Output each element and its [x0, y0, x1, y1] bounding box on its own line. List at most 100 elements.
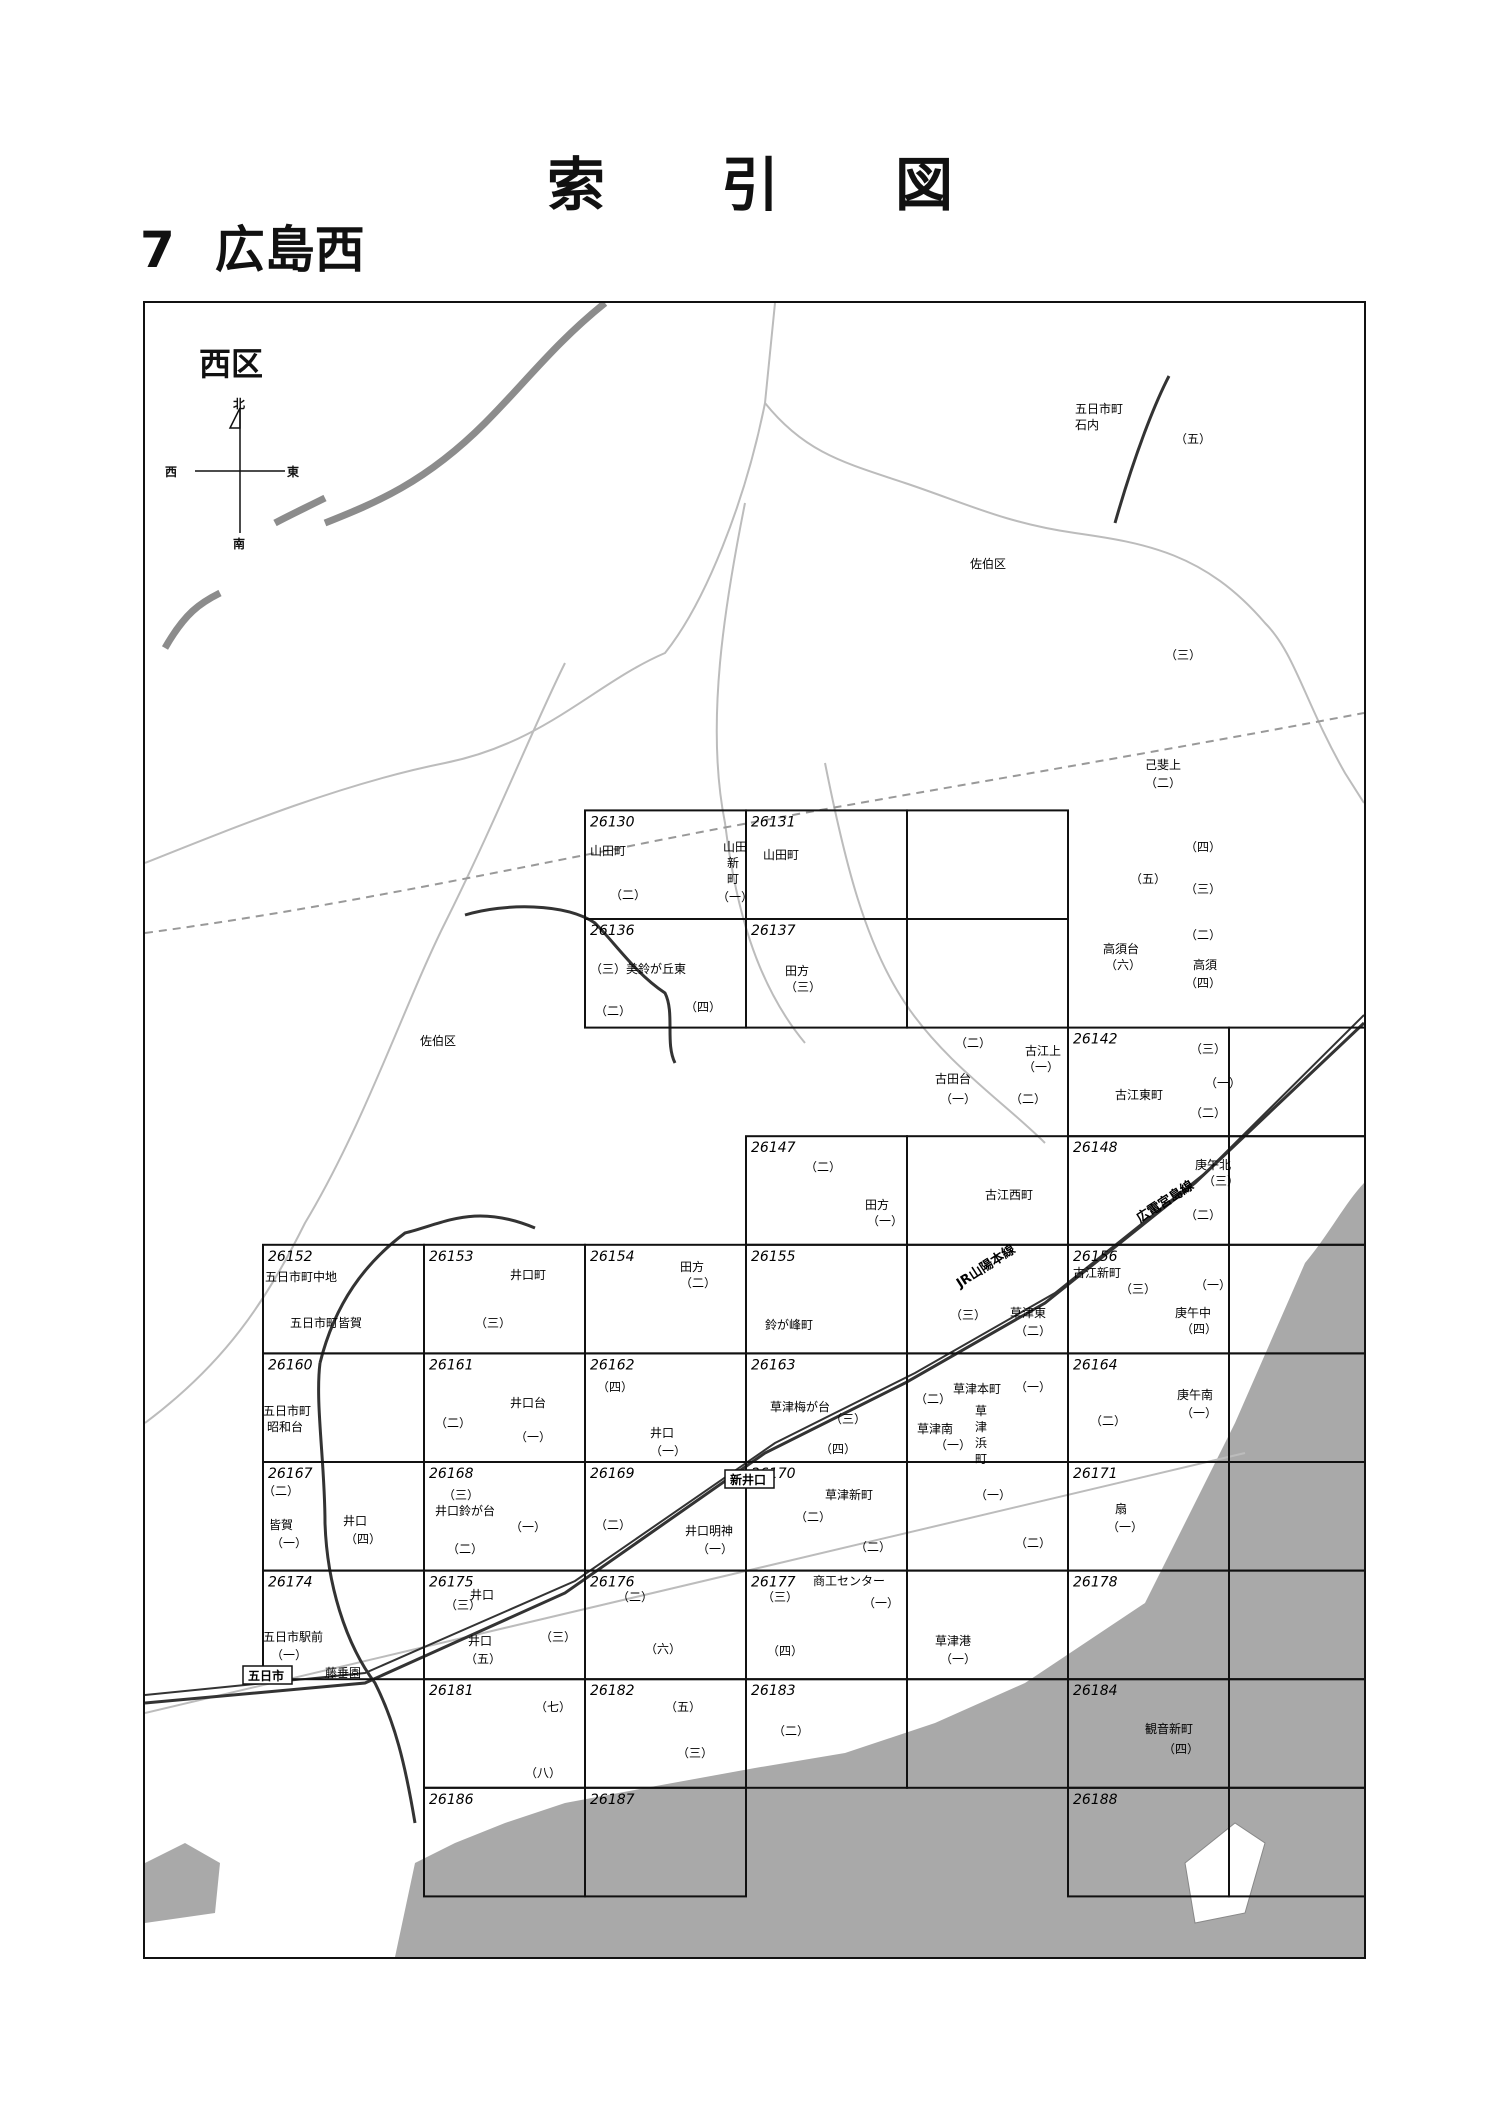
- area-label: （七）: [535, 1700, 571, 1714]
- road: [764, 402, 1364, 804]
- area-label: 山田: [723, 840, 747, 854]
- grid-cell[interactable]: [584, 1786, 747, 1898]
- area-label: （三）: [677, 1746, 713, 1760]
- area-label: 古江東町: [1115, 1087, 1163, 1102]
- area-label: （八）: [525, 1766, 561, 1780]
- area-label: 井口町: [510, 1268, 546, 1282]
- area-label: 井口: [650, 1426, 674, 1440]
- grid-cell-id: 26148: [1073, 1140, 1118, 1156]
- area-label: 高須台: [1103, 941, 1139, 956]
- area-label: 昭和台: [267, 1419, 303, 1434]
- area-label: 草津東: [1010, 1306, 1046, 1320]
- area-label: 井口明神: [685, 1524, 733, 1538]
- area-label: （二）: [435, 1416, 471, 1430]
- area-label: 扇: [1115, 1501, 1127, 1516]
- area-label: （二）: [773, 1724, 809, 1738]
- area-label: 皆賀: [269, 1518, 293, 1532]
- area-label: （五）: [1130, 872, 1166, 886]
- area-label: （一）: [867, 1214, 903, 1228]
- area-label: （三）美鈴が丘東: [590, 961, 686, 976]
- grid-cell-id: 26186: [429, 1792, 474, 1808]
- area-label: （二）: [1185, 928, 1221, 942]
- area-label: （一）: [515, 1430, 551, 1444]
- area-label: （二）: [680, 1276, 716, 1290]
- area-label: （二）: [955, 1036, 991, 1050]
- area-label: （三）: [785, 980, 821, 994]
- grid-cell-id: 26168: [429, 1466, 474, 1482]
- grid-cell-id: 26174: [268, 1575, 313, 1591]
- title-char: 索: [546, 151, 605, 219]
- area-label: （一）: [717, 890, 753, 904]
- grid-cell[interactable]: [906, 809, 1069, 920]
- area-label: （二）: [617, 1590, 653, 1604]
- railway-line-label: JR山陽本線: [953, 1241, 1019, 1292]
- area-label: 井口鈴が台: [435, 1503, 495, 1518]
- railway-hiroden: [145, 1014, 1364, 1696]
- grid-cell[interactable]: [906, 1569, 1069, 1681]
- compass-rose: [195, 407, 285, 533]
- area-label: 田方: [680, 1259, 704, 1274]
- area-label: 井口: [343, 1514, 367, 1528]
- grid-cell-id: 26130: [590, 814, 635, 830]
- grid-cell-id: 26163: [751, 1357, 796, 1373]
- area-label: （二）: [915, 1392, 951, 1406]
- ward-label: 西区: [199, 345, 264, 383]
- grid-cell-id: 26164: [1073, 1357, 1118, 1373]
- station-badge: 五日市: [242, 1665, 293, 1685]
- grid-cell[interactable]: [906, 1461, 1069, 1572]
- ward-boundary: [145, 712, 1364, 934]
- area-label: 石内: [1075, 418, 1099, 432]
- compass-east: 東: [287, 465, 300, 479]
- area-label: （四）: [767, 1644, 803, 1658]
- area-label: 五日市町: [1075, 401, 1123, 416]
- area-label: 井口: [468, 1634, 492, 1648]
- station-badge: 新井口: [724, 1469, 775, 1489]
- area-label: （二）: [610, 888, 646, 902]
- area-label: 井口: [470, 1588, 494, 1602]
- grid-cell[interactable]: [1228, 1786, 1364, 1898]
- railway-jr: [145, 1021, 1364, 1705]
- sea-inlet: [145, 1843, 220, 1923]
- area-label: （一）: [940, 1652, 976, 1666]
- area-label: 五日市町: [263, 1403, 311, 1418]
- grid-cell-id: 26167: [268, 1466, 313, 1482]
- area-label: （一）: [975, 1488, 1011, 1502]
- grid-cell-id: 26136: [590, 923, 635, 939]
- grid-cell-id: 26152: [268, 1249, 313, 1265]
- area-label: （一）: [271, 1648, 307, 1662]
- area-label: 五日市駅前: [263, 1629, 323, 1644]
- area-label: （一）: [510, 1520, 546, 1534]
- compass-south: 南: [233, 537, 246, 551]
- area-label: 五日市町皆賀: [290, 1315, 362, 1330]
- grid-cell-id: 26184: [1073, 1683, 1118, 1699]
- grid-cell-id: 26182: [590, 1683, 635, 1699]
- area-label: （五）: [665, 1700, 701, 1714]
- area-label: （五）: [465, 1652, 501, 1666]
- area-label: 古田台: [935, 1071, 971, 1086]
- expressway-2: [161, 494, 327, 650]
- area-label: （二）: [1090, 1414, 1126, 1428]
- grid-cell-id: 26161: [429, 1357, 474, 1373]
- area-label: 佐伯区: [970, 556, 1006, 571]
- area-number: 7: [140, 221, 175, 279]
- area-label: （三）: [443, 1488, 479, 1502]
- area-label: （四）: [685, 1000, 721, 1014]
- title-char: 図: [895, 151, 954, 219]
- road: [145, 303, 776, 864]
- area-label: 浜: [975, 1436, 987, 1450]
- area-label: （四）: [820, 1442, 856, 1456]
- grid-cell[interactable]: [906, 918, 1069, 1029]
- area-label: （二）: [1185, 1208, 1221, 1222]
- grid-cell-id: 26162: [590, 1357, 635, 1373]
- road: [824, 762, 1046, 1144]
- sea-area: [395, 1183, 1364, 1957]
- road: [145, 1452, 1246, 1714]
- grid-cell-id: 26177: [751, 1575, 796, 1591]
- area-label: （二）: [447, 1542, 483, 1556]
- area-label: （三）: [762, 1590, 798, 1604]
- map-frame: 2610526112261192612626130261312613226136…: [143, 301, 1366, 1959]
- area-label: 庚午北: [1195, 1157, 1231, 1172]
- area-label: （三）: [445, 1598, 481, 1612]
- district-boundary: [317, 375, 1171, 1824]
- grid-cell-id: 26131: [751, 814, 796, 830]
